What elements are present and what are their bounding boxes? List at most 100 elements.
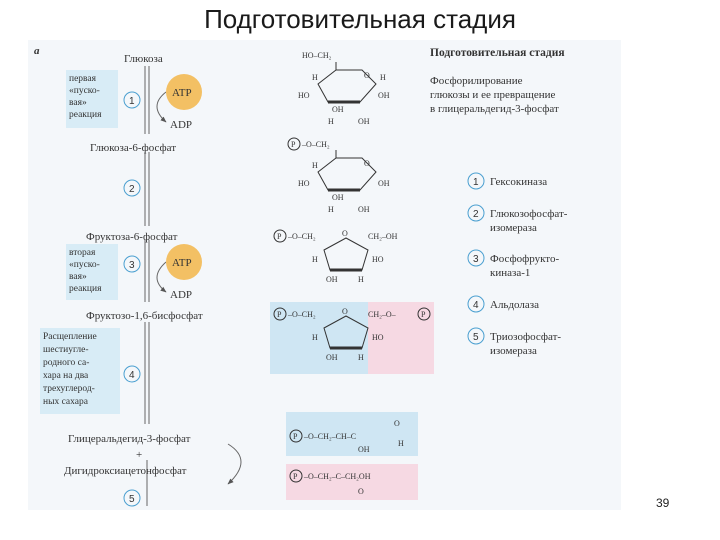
svg-text:–O–CH₂–C–CH₂OH: –O–CH₂–C–CH₂OH: [303, 472, 371, 481]
svg-text:–O–CH₂: –O–CH₂: [301, 140, 330, 149]
adp-label-2: ADP: [170, 289, 192, 301]
enzyme-5: 5 Триозофосфат- изомераза: [467, 327, 561, 357]
svg-text:1: 1: [129, 96, 135, 107]
svg-text:O: O: [342, 229, 348, 238]
dhap-structure: P –O–CH₂–C–CH₂OH O: [289, 469, 371, 496]
pathway-arrows: [144, 66, 242, 506]
enzyme-4: 4 Альдолаза: [467, 295, 539, 313]
svg-text:киназа-1: киназа-1: [490, 267, 530, 279]
gap-structure: P –O–CH₂–CH–C O H OH: [289, 419, 404, 454]
f16bp-blue-highlight: [270, 302, 368, 374]
enzyme-2: 2 Глюкозофосфат- изомераза: [467, 204, 568, 234]
svg-text:Альдолаза: Альдолаза: [490, 299, 539, 311]
enzyme-3: 3 Фосфофрукто- киназа-1: [467, 249, 559, 279]
dhap-highlight: [286, 464, 418, 500]
svg-text:P: P: [421, 310, 426, 319]
adp-label-1: ADP: [170, 119, 192, 131]
side-note-second: вторая «пуско- вая» реакция: [69, 248, 102, 294]
svg-text:P: P: [293, 472, 298, 481]
svg-text:H: H: [358, 275, 364, 284]
svg-text:OH: OH: [332, 105, 344, 114]
svg-text:2: 2: [473, 209, 479, 220]
svg-text:O: O: [394, 419, 400, 428]
svg-text:4: 4: [473, 300, 479, 311]
svg-text:5: 5: [129, 494, 135, 505]
svg-text:–O–CH₂: –O–CH₂: [287, 232, 316, 241]
svg-text:Фосфофрукто-: Фосфофрукто-: [490, 253, 559, 265]
glucose-6p-structure: P –O–CH₂ H O HO OH OH H OH: [287, 137, 390, 214]
svg-text:P: P: [277, 310, 282, 319]
atp-label-1: ATP: [172, 87, 192, 99]
glucose-6p-label: Глюкоза-6-фосфат: [90, 142, 176, 154]
svg-text:–O–CH₂: –O–CH₂: [287, 310, 316, 319]
dhap-label: Дигидроксиацетонфосфат: [64, 465, 187, 477]
svg-text:HO: HO: [372, 333, 384, 342]
svg-text:OH: OH: [378, 91, 390, 100]
svg-text:P: P: [277, 232, 282, 241]
enzyme-1: 1 Гексокиназа: [467, 172, 547, 190]
svg-text:2: 2: [129, 184, 135, 195]
gap-highlight: [286, 412, 418, 456]
svg-text:3: 3: [473, 254, 479, 265]
fructose-6p-label: Фруктоза-6-фосфат: [86, 231, 178, 243]
svg-text:HO: HO: [298, 91, 310, 100]
side-note-second-box: [66, 244, 118, 300]
atp-circle-2: [166, 244, 202, 280]
glucose-structure: HO–CH₂ H O H HO OH OH H OH: [298, 51, 390, 126]
svg-text:OH: OH: [332, 193, 344, 202]
svg-text:H: H: [358, 353, 364, 362]
svg-text:P: P: [293, 432, 298, 441]
svg-text:OH: OH: [358, 117, 370, 126]
atp-label-2: ATP: [172, 257, 192, 269]
page-number: 39: [656, 496, 670, 510]
svg-text:H: H: [312, 333, 318, 342]
pathway-step-numbers: 1 2 3 4 5: [123, 91, 141, 507]
svg-text:OH: OH: [326, 353, 338, 362]
side-note-split: Расщепление шестиугле- родного са- хара …: [43, 332, 99, 407]
fructose-16bp-label: Фруктозо-1,6-бисфосфат: [86, 310, 203, 322]
svg-text:OH: OH: [358, 445, 370, 454]
f16bp-pink-highlight: [368, 302, 434, 374]
plus-sign: +: [136, 449, 142, 461]
fructose-6p-structure: P –O–CH₂ CH₂–OH O H HO OH H: [273, 229, 398, 284]
svg-text:P: P: [291, 140, 296, 149]
svg-text:CH₂–O–: CH₂–O–: [368, 310, 397, 319]
svg-text:H: H: [398, 439, 404, 448]
glycolysis-diagram: а Глюкоза Глюкоза-6-фосфат Фруктоза-6-фо…: [34, 45, 568, 507]
svg-text:OH: OH: [326, 275, 338, 284]
svg-text:O: O: [342, 307, 348, 316]
glycolysis-figure: а Глюкоза Глюкоза-6-фосфат Фруктоза-6-фо…: [28, 40, 621, 510]
svg-text:3: 3: [129, 260, 135, 271]
panel-letter: а: [34, 45, 40, 57]
svg-text:изомераза: изомераза: [490, 345, 537, 357]
svg-text:–O–CH₂–CH–C: –O–CH₂–CH–C: [303, 432, 356, 441]
atp-circle-1: [166, 74, 202, 110]
svg-text:H: H: [312, 255, 318, 264]
svg-text:HO: HO: [298, 179, 310, 188]
svg-text:Гексокиназа: Гексокиназа: [490, 176, 547, 188]
fructose-16bp-structure: P –O–CH₂ CH₂–O– P O H HO OH H: [273, 307, 431, 362]
svg-text:O: O: [364, 71, 370, 80]
enzyme-list: 1 Гексокиназа 2 Глюкозофосфат- изомераза…: [467, 172, 568, 357]
side-note-first-box: [66, 70, 118, 128]
slide-title: Подготовительная стадия: [204, 4, 516, 34]
description: Фосфорилирование глюкозы и ее превращени…: [430, 75, 559, 115]
svg-text:4: 4: [129, 370, 135, 381]
svg-text:HO–CH₂: HO–CH₂: [302, 51, 332, 60]
right-header: Подготовительная стадия: [430, 47, 565, 59]
svg-text:H: H: [328, 205, 334, 214]
glucose-label: Глюкоза: [124, 53, 163, 65]
svg-text:H: H: [380, 73, 386, 82]
svg-text:Глюкозофосфат-: Глюкозофосфат-: [490, 208, 568, 220]
svg-text:1: 1: [473, 177, 479, 188]
svg-text:OH: OH: [358, 205, 370, 214]
svg-text:OH: OH: [378, 179, 390, 188]
svg-text:5: 5: [473, 332, 479, 343]
svg-text:H: H: [312, 73, 318, 82]
svg-text:H: H: [328, 117, 334, 126]
svg-text:HO: HO: [372, 255, 384, 264]
svg-text:O: O: [364, 159, 370, 168]
side-note-first: первая «пуско- вая» реакция: [69, 74, 102, 120]
svg-text:CH₂–OH: CH₂–OH: [368, 232, 398, 241]
gap-label: Глицеральдегид-3-фосфат: [68, 433, 191, 445]
